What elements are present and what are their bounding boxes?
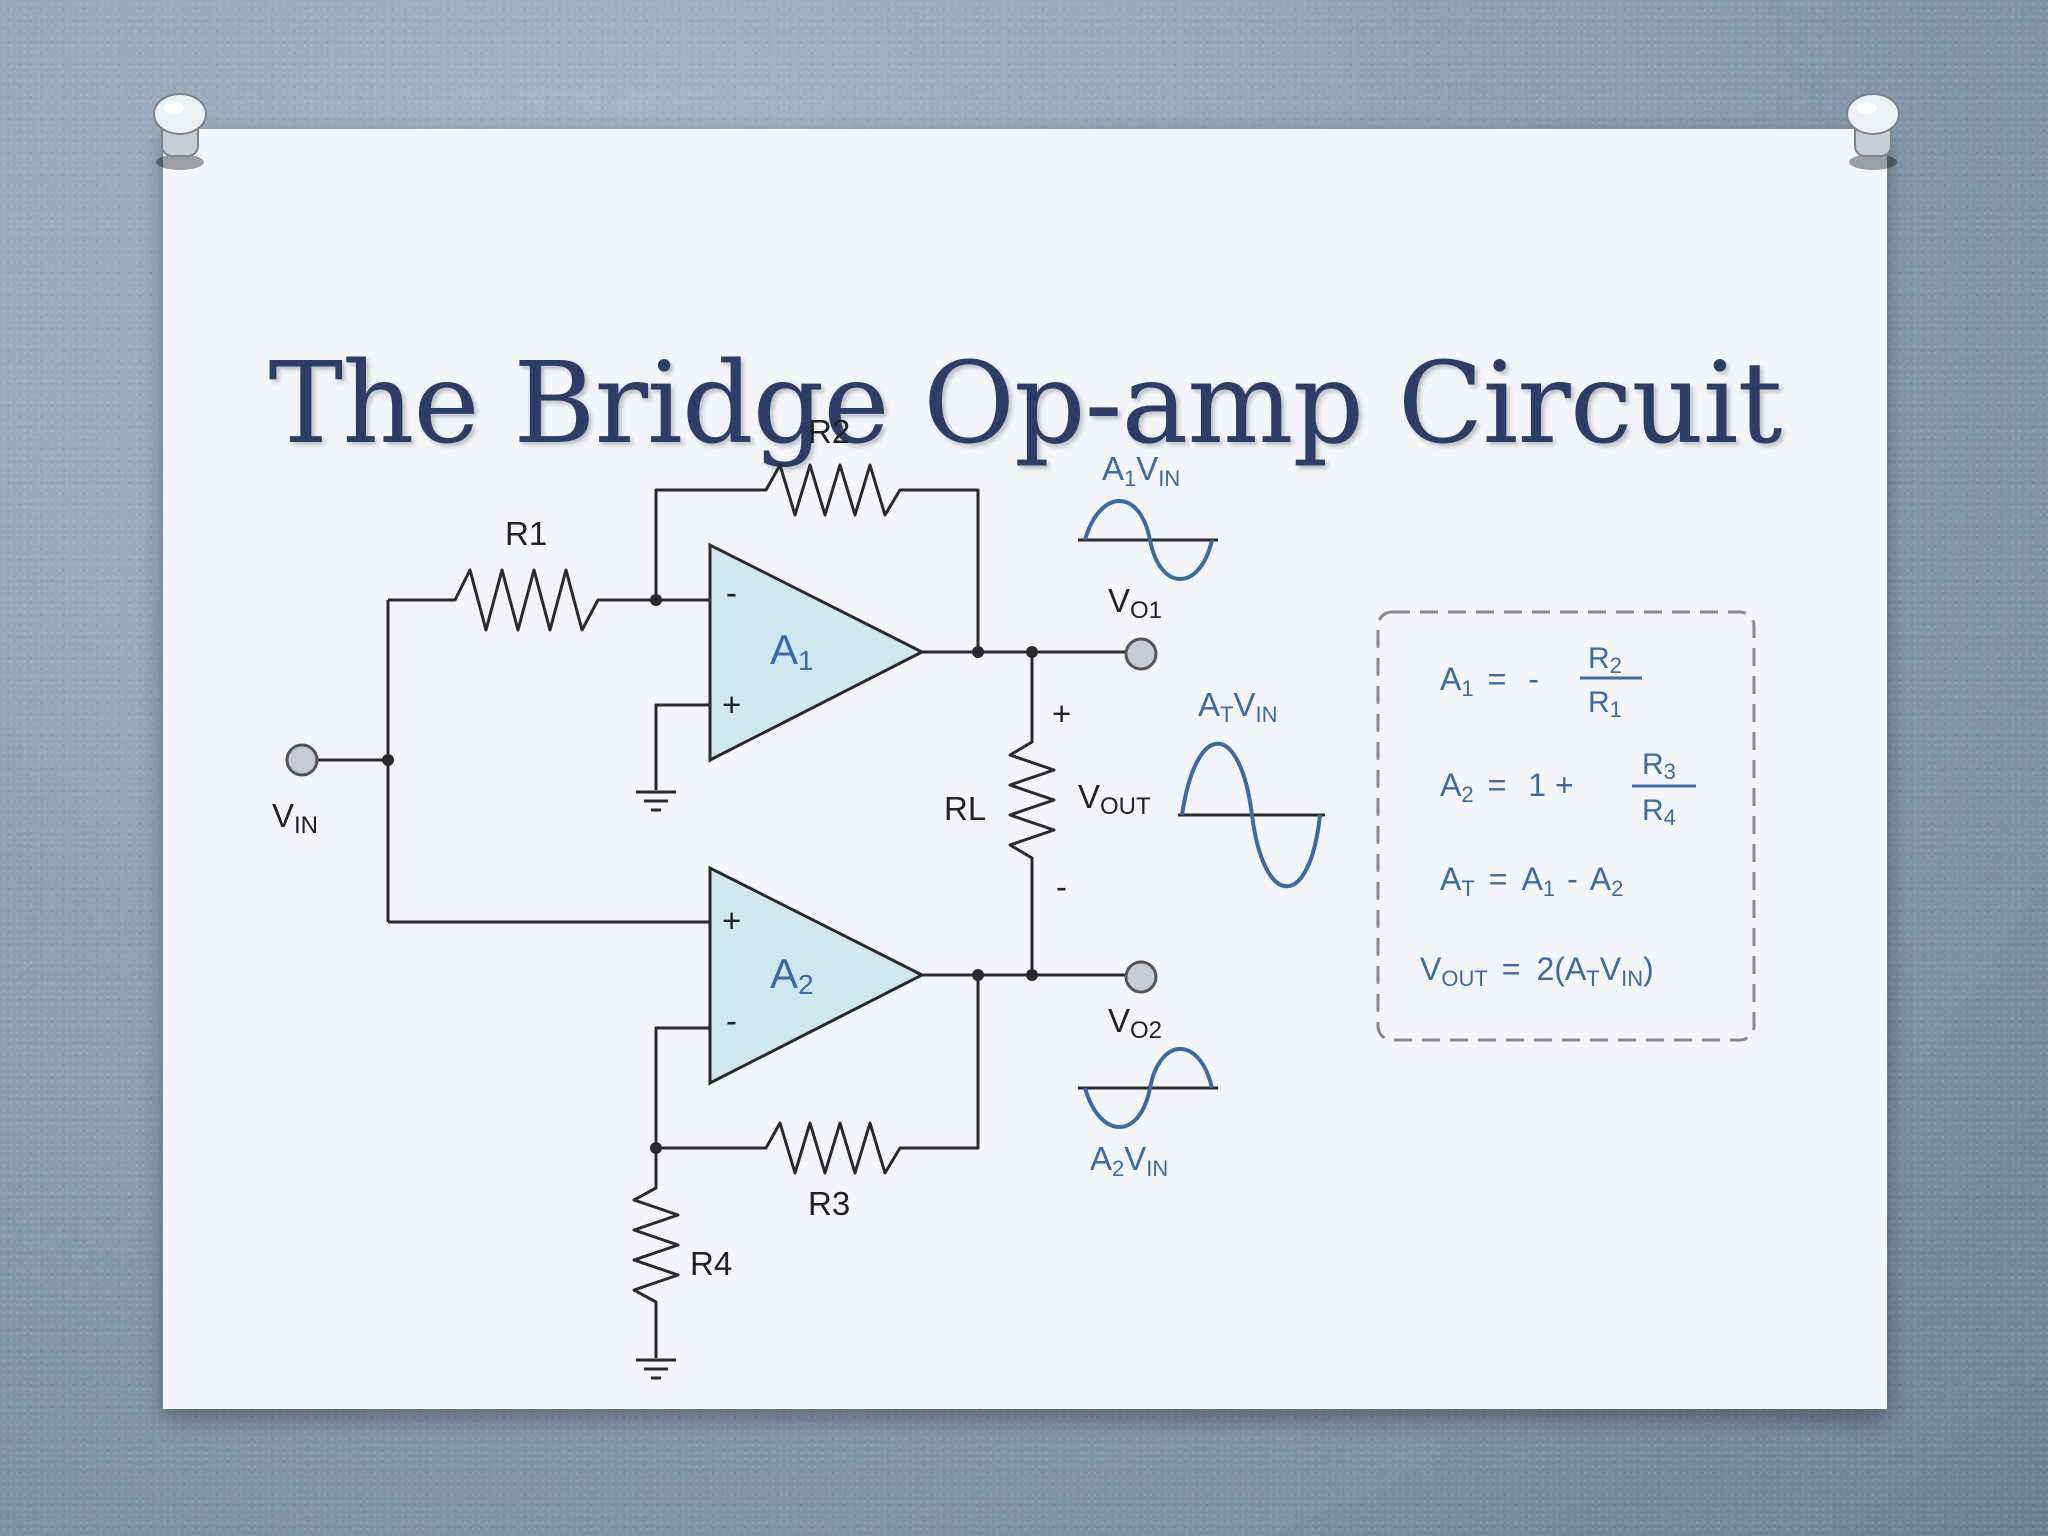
ground-icon bbox=[636, 790, 676, 812]
svg-text:A1=-: A1=- bbox=[1440, 661, 1539, 701]
vo2-label: VO2 bbox=[1108, 1002, 1162, 1044]
a2-minus-label: - bbox=[726, 1002, 737, 1039]
atvin-label: ATVIN bbox=[1198, 686, 1277, 727]
r3-label: R3 bbox=[808, 1185, 850, 1222]
a1-opamp-label: A1 bbox=[770, 626, 814, 676]
circuit-wires bbox=[318, 463, 1128, 1358]
svg-text:R2: R2 bbox=[1588, 642, 1622, 678]
r2-label: R2 bbox=[808, 413, 850, 450]
junction-dots bbox=[382, 594, 1038, 1154]
r1-resistor bbox=[388, 568, 656, 632]
r2-resistor bbox=[654, 463, 980, 652]
formula-gain-total: AT=A1-A2 bbox=[1440, 861, 1623, 901]
a1-plus-label: + bbox=[722, 686, 741, 723]
svg-text:R4: R4 bbox=[1642, 794, 1676, 830]
vin-terminal bbox=[285, 743, 319, 777]
svg-text:R1: R1 bbox=[1588, 686, 1622, 722]
vo1-terminal bbox=[1124, 637, 1158, 671]
ground-symbols bbox=[636, 790, 676, 1380]
svg-text:R3: R3 bbox=[1642, 748, 1676, 784]
formula-box bbox=[1376, 610, 1756, 1042]
slide-card: The Bridge Op-amp Circuit bbox=[163, 129, 1887, 1409]
r4-label: R4 bbox=[690, 1245, 732, 1282]
opamp-a1 bbox=[708, 542, 926, 763]
a2vin-waveform bbox=[1083, 1047, 1214, 1129]
rl-resistor bbox=[1008, 652, 1056, 975]
r4-resistor bbox=[632, 1148, 680, 1358]
rl-plus-label: + bbox=[1052, 695, 1071, 732]
rl-minus-label: - bbox=[1056, 868, 1067, 905]
formula-vout: VOUT=2(ATVIN) bbox=[1420, 951, 1654, 991]
pushpin-icon bbox=[1846, 93, 1900, 170]
vo2-terminal bbox=[1124, 960, 1158, 994]
formula-gain-a2: A2=1 + R3 R4 bbox=[1440, 748, 1696, 830]
a1-minus-label: - bbox=[726, 574, 737, 611]
a1-ground-wire bbox=[654, 703, 710, 790]
vo1-label: VO1 bbox=[1108, 582, 1162, 624]
a2vin-label: A2VIN bbox=[1090, 1140, 1168, 1181]
opamp-a2 bbox=[708, 865, 926, 1086]
r3-resistor bbox=[656, 975, 980, 1175]
a1vin-waveform bbox=[1083, 499, 1214, 581]
a2-plus-label: + bbox=[722, 902, 741, 939]
vout-label: VOUT bbox=[1078, 778, 1151, 820]
waveforms bbox=[1078, 499, 1325, 1129]
r1-label: R1 bbox=[505, 515, 547, 552]
a2-inverting-wire bbox=[654, 1026, 710, 1148]
a2-opamp-label: A2 bbox=[770, 950, 814, 1000]
slide-title: The Bridge Op-amp Circuit bbox=[268, 339, 1782, 469]
vin-label: VIN bbox=[272, 797, 318, 839]
rl-label: RL bbox=[944, 790, 986, 827]
svg-text:A2=1 +: A2=1 + bbox=[1440, 767, 1574, 807]
a1vin-label: A1VIN bbox=[1102, 450, 1180, 491]
ground-icon bbox=[636, 1358, 676, 1380]
atvin-waveform bbox=[1180, 741, 1322, 889]
formula-gain-a1: A1=- R2 R1 bbox=[1440, 642, 1642, 722]
pushpin-icon bbox=[153, 93, 207, 170]
